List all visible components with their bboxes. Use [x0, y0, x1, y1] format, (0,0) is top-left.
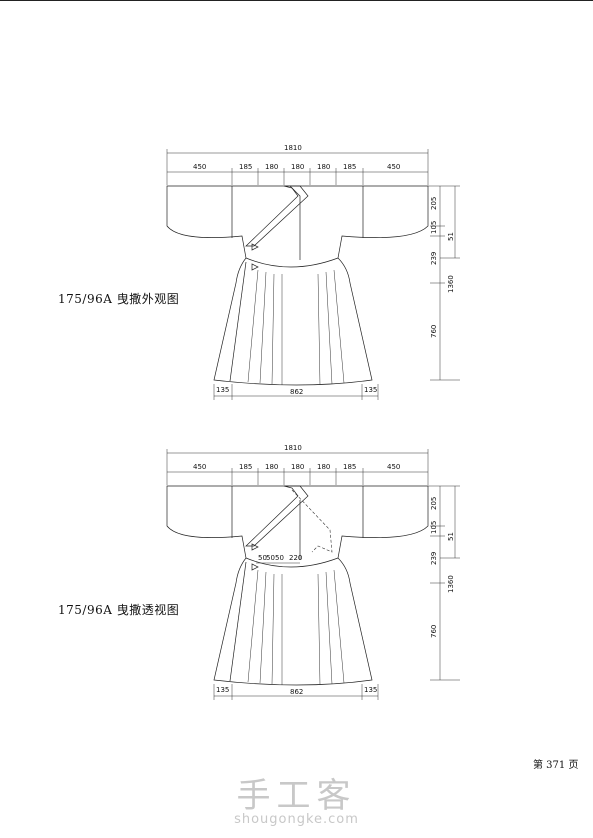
dim-seg: 450 [387, 163, 400, 171]
dim-right: 51 [447, 532, 455, 541]
watermark-logo: 手工客 [236, 776, 357, 816]
dimension-bottom: 135 862 135 [213, 384, 379, 400]
dim-right: 239 [430, 252, 438, 265]
dim-seg: 180 [317, 163, 330, 171]
dim-bottom: 135 [216, 386, 229, 394]
robe-outline-2: 50 50 50 220 [166, 485, 429, 686]
dim-bottom: 135 [364, 686, 377, 694]
top-rule [0, 0, 593, 1]
dim-bottom: 135 [364, 386, 377, 394]
dimension-right-2: 205 105 51 239 1360 760 [428, 485, 460, 681]
dimension-bottom-2: 135 862 135 [213, 684, 379, 700]
dim-right: 1360 [447, 275, 455, 293]
dimension-right: 205 105 51 239 1360 760 [428, 185, 460, 381]
figure-2-caption: 175/96A 曳撒透视图 [58, 603, 180, 617]
dim-right: 51 [447, 232, 455, 241]
dim-seg: 180 [291, 463, 304, 471]
dim-seg: 180 [265, 463, 278, 471]
dimension-top: 1810 450 185 180 180 180 185 450 [166, 144, 429, 185]
dim-seg: 185 [239, 463, 252, 471]
dim-bottom: 862 [290, 688, 303, 696]
page-number: 第 371 页 [533, 760, 579, 771]
dim-seg: 450 [193, 163, 206, 171]
dim-right: 760 [430, 625, 438, 638]
dim-seg: 180 [265, 163, 278, 171]
dimension-top-2: 1810 450 185 180 180 180 185 450 [166, 444, 429, 485]
watermark-url: shougongke.com [234, 812, 359, 827]
dim-total-width: 1810 [284, 444, 302, 452]
inner-dim: 220 [289, 554, 302, 562]
dim-total-width: 1810 [284, 144, 302, 152]
dim-bottom: 135 [216, 686, 229, 694]
dim-right: 105 [430, 521, 438, 534]
dim-seg: 185 [239, 163, 252, 171]
dim-right: 1360 [447, 575, 455, 593]
dim-bottom: 862 [290, 388, 303, 396]
dim-right: 105 [430, 221, 438, 234]
dim-seg: 185 [343, 463, 356, 471]
dim-seg: 450 [387, 463, 400, 471]
dim-right: 205 [430, 497, 438, 510]
dim-right: 239 [430, 552, 438, 565]
dim-right: 205 [430, 197, 438, 210]
inner-dim: 50 [258, 554, 267, 562]
figure-1-caption: 175/96A 曳撒外观图 [58, 292, 180, 306]
dim-seg: 180 [291, 163, 304, 171]
inner-dim: 50 [275, 554, 284, 562]
dim-seg: 450 [193, 463, 206, 471]
inner-dim: 50 [266, 554, 275, 562]
dim-seg: 185 [343, 163, 356, 171]
robe-outline [166, 185, 429, 386]
dim-right: 760 [430, 325, 438, 338]
dim-seg: 180 [317, 463, 330, 471]
